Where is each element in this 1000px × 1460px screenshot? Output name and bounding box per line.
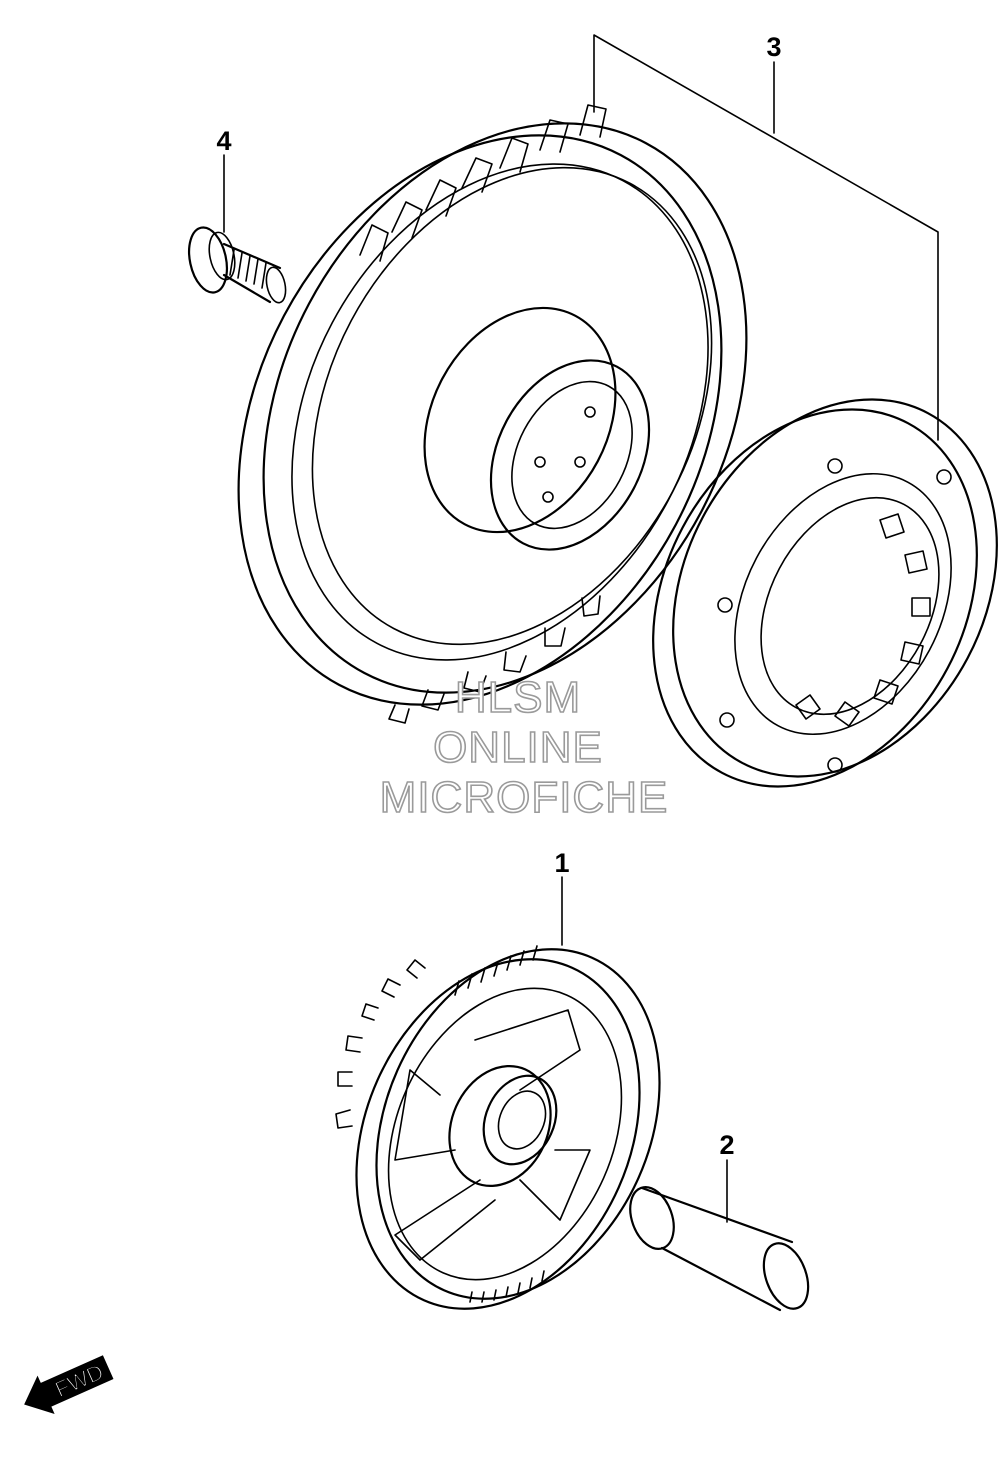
clutch-hole <box>717 597 733 613</box>
fwd-marker: FWD <box>24 1355 114 1414</box>
idle-gear-hub <box>448 1064 552 1188</box>
hub-hole <box>542 491 554 503</box>
shaft-end-right <box>762 1242 810 1310</box>
callout-2: 2 <box>719 1130 734 1160</box>
idle-gear-front <box>355 958 641 1310</box>
fwd-arrow-icon <box>24 1355 114 1414</box>
clutch-outer <box>652 408 978 788</box>
gear-hub-outer <box>423 306 617 534</box>
callout-1: 1 <box>554 848 569 878</box>
gear-outer-rim <box>237 134 723 706</box>
callout-3: 3 <box>766 32 781 62</box>
clutch-back <box>672 398 998 778</box>
gear-teeth-bottom <box>388 595 601 724</box>
clutch-hole <box>936 469 952 485</box>
idle-gear-shaft[interactable] <box>622 1181 816 1315</box>
gear-hub-bore <box>511 380 633 530</box>
idle-gear-spokes <box>394 1009 591 1261</box>
callout-3-bracket <box>593 34 939 441</box>
idle-gear-back <box>375 948 661 1300</box>
bolt-tip <box>265 266 287 304</box>
hub-hole <box>574 456 586 468</box>
clutch-hole <box>719 712 735 728</box>
watermark-line-1: HLSM <box>455 673 581 722</box>
clutch-hole <box>827 757 843 773</box>
one-way-clutch[interactable] <box>590 343 1000 843</box>
gear-inner-recess-edge <box>311 166 713 646</box>
watermark-line-3: MICROFICHE <box>380 773 669 822</box>
gear-teeth-top <box>359 104 607 262</box>
hub-hole <box>534 456 546 468</box>
clutch-hole <box>827 458 843 474</box>
starter-idle-gear[interactable] <box>303 904 712 1354</box>
gear-hub-face <box>489 359 651 551</box>
clutch-sprags <box>795 513 931 727</box>
callout-4: 4 <box>216 126 231 156</box>
hub-hole <box>584 406 596 418</box>
idle-gear-hub-face <box>482 1074 558 1166</box>
watermark-line-2: ONLINE <box>433 723 603 772</box>
fwd-label: FWD <box>51 1359 107 1402</box>
watermark: HLSM ONLINE MICROFICHE <box>379 672 669 823</box>
idle-gear-bore <box>497 1090 547 1150</box>
clutch-race-outer <box>734 472 952 736</box>
bolt-head <box>188 226 228 294</box>
clutch-race-inner <box>760 496 940 716</box>
starter-driven-gear[interactable] <box>143 39 842 789</box>
idle-gear-fine-teeth <box>454 945 545 1303</box>
gear-back-rim <box>262 122 748 694</box>
bolt-thread <box>229 249 267 289</box>
idle-gear-small-teeth <box>335 959 426 1129</box>
shaft-body <box>640 1186 794 1312</box>
bolt[interactable] <box>184 224 289 304</box>
bolt-shank <box>222 242 282 304</box>
